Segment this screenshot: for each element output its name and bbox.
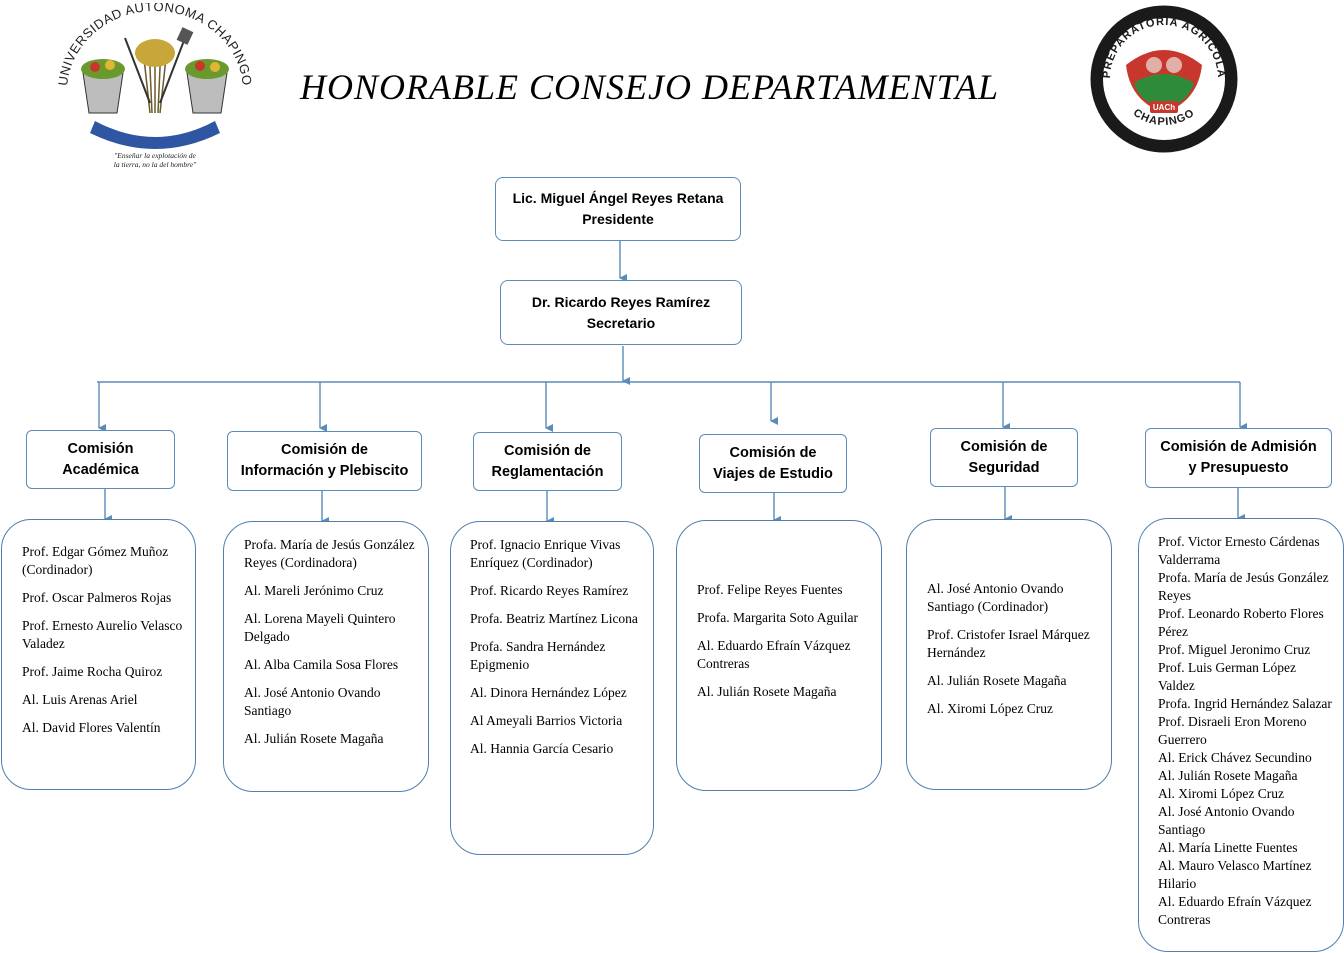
member-item: Al. Mareli Jerónimo Cruz: [244, 583, 384, 598]
commission-line2: Reglamentación: [491, 463, 604, 480]
secretary-name: Dr. Ricardo Reyes Ramírez: [531, 293, 711, 310]
preparatoria-agricola-logo: PREPARATORIA AGRICOLA CHAPINGO UACh: [1090, 5, 1238, 153]
member-item: Al. Eduardo Efraín Vázquez Contreras: [1158, 894, 1312, 927]
members-panel-reglamentacion: Prof. Ignacio Enrique Vivas Enríquez (Co…: [450, 521, 654, 855]
member-item: Al. Alba Camila Sosa Flores: [244, 657, 399, 672]
member-item: Prof. Ignacio Enrique Vivas Enríquez (Co…: [470, 537, 621, 570]
member-item: Al. Xiromi López Cruz: [927, 701, 1053, 716]
members-panel-seguridad: Al. José Antonio Ovando Santiago (Cordin…: [906, 519, 1112, 790]
commission-line1: Comisión de: [280, 442, 368, 458]
member-item: Profa. Ingrid Hernández Salazar: [1158, 696, 1332, 711]
commission-viajes: Comisión de Viajes de Estudio: [699, 434, 847, 493]
member-item: Al. Julián Rosete Magaña: [927, 673, 1067, 688]
commission-line2: Seguridad: [968, 459, 1040, 476]
members-panel-admision: Prof. Victor Ernesto Cárdenas Valderrama…: [1138, 518, 1344, 952]
member-item: Prof. Leonardo Roberto Flores Pérez: [1158, 606, 1324, 639]
member-list: Prof. Victor Ernesto Cárdenas Valderrama…: [1158, 533, 1335, 929]
commission-line2: Viajes de Estudio: [713, 465, 833, 482]
member-item: Prof. Oscar Palmeros Rojas: [22, 590, 172, 605]
member-item: Al. Mauro Velasco Martínez Hilario: [1158, 858, 1312, 891]
member-item: Prof. Ricardo Reyes Ramírez: [470, 583, 629, 598]
member-item: Profa. María de Jesús González Reyes: [1158, 570, 1329, 603]
president-name: Lic. Miguel Ángel Reyes Retana: [512, 190, 724, 206]
commission-line1: Comisión: [67, 440, 134, 457]
commission-reglamentacion: Comisión de Reglamentación: [473, 432, 622, 491]
page-title: HONORABLE CONSEJO DEPARTAMENTAL: [300, 67, 999, 107]
member-item: Al. José Antonio Ovando Santiago (Cordin…: [927, 581, 1064, 614]
members-panel-informacion: Profa. María de Jesús González Reyes (Co…: [223, 521, 429, 792]
member-item: Al. Dinora Hernández López: [470, 685, 627, 700]
logo-motto-line1: "Enseñar la explotación de: [114, 151, 196, 160]
member-item: Al. Eduardo Efraín Vázquez Contreras: [697, 638, 851, 671]
member-item: Prof. Felipe Reyes Fuentes: [697, 582, 843, 597]
commission-line2: Información y Plebiscito: [240, 463, 409, 479]
secretary-box: Dr. Ricardo Reyes Ramírez Secretario: [500, 280, 742, 345]
member-item: Prof. Cristofer Israel Márquez Hernández: [927, 627, 1090, 660]
commission-line2: y Presupuesto: [1188, 460, 1289, 476]
member-item: Al. David Flores Valentín: [22, 720, 161, 735]
president-role: Presidente: [582, 211, 654, 227]
member-item: Prof. Luis German López Valdez: [1158, 660, 1296, 693]
commission-informacion: Comisión de Información y Plebiscito: [227, 431, 422, 491]
president-box: Lic. Miguel Ángel Reyes Retana President…: [495, 177, 741, 241]
member-item: Al. Julián Rosete Magaña: [244, 731, 384, 746]
member-item: Al. María Linette Fuentes: [1158, 840, 1298, 855]
secretary-role: Secretario: [586, 314, 656, 331]
logo-motto-line2: la tierra, no la del hombre": [114, 160, 197, 169]
member-item: Prof. Ernesto Aurelio Velasco Valadez: [22, 618, 183, 651]
member-item: Al. Lorena Mayeli Quintero Delgado: [244, 611, 396, 644]
member-list: Prof. Edgar Gómez Muñoz (Cordinador) Prof…: [22, 543, 185, 737]
member-item: Prof. Jaime Rocha Quiroz: [22, 664, 163, 679]
commission-line1: Comisión de: [960, 438, 1048, 455]
commission-academica: Comisión Académica: [26, 430, 175, 489]
member-item: Al. Hannia García Cesario: [470, 741, 614, 756]
universidad-chapingo-logo: UNIVERSIDAD AUTÓNOMA CHAPINGO "Enseñar l…: [55, 3, 254, 169]
logo-right-badge: UACh: [1153, 103, 1175, 112]
member-item: Profa. Margarita Soto Aguilar: [697, 610, 858, 625]
commission-seguridad: Comisión de Seguridad: [930, 428, 1078, 487]
commission-admision: Comisión de Admisión y Presupuesto: [1145, 428, 1332, 488]
member-list: Prof. Ignacio Enrique Vivas Enríquez (Co…: [470, 536, 643, 758]
member-list: Profa. María de Jesús González Reyes (Co…: [244, 536, 418, 748]
member-item: Al. José Antonio Ovando Santiago: [244, 685, 381, 718]
member-item: Prof. Miguel Jeronimo Cruz: [1158, 642, 1311, 657]
member-item: Prof. Disraeli Eron Moreno Guerrero: [1158, 714, 1307, 747]
member-item: Profa. María de Jesús González Reyes (Co…: [244, 537, 415, 570]
commission-line2: Académica: [62, 461, 139, 478]
member-item: Prof. Edgar Gómez Muñoz (Cordinador): [22, 544, 169, 577]
member-item: Al. Xiromi López Cruz: [1158, 786, 1284, 801]
member-item: Al. Julián Rosete Magaña: [697, 684, 837, 699]
member-list: Al. José Antonio Ovando Santiago (Cordin…: [927, 580, 1101, 718]
member-item: Al. Erick Chávez Secundino: [1158, 750, 1312, 765]
commission-line1: Comisión de: [729, 444, 817, 461]
member-item: Al. José Antonio Ovando Santiago: [1158, 804, 1295, 837]
member-item: Profa. Beatriz Martínez Licona: [470, 611, 638, 626]
member-item: Al Ameyali Barrios Victoria: [470, 713, 623, 728]
member-item: Prof. Victor Ernesto Cárdenas Valderrama: [1158, 534, 1320, 567]
member-item: Al. Julián Rosete Magaña: [1158, 768, 1298, 783]
member-item: Al. Luis Arenas Ariel: [22, 692, 138, 707]
members-panel-academica: Prof. Edgar Gómez Muñoz (Cordinador) Prof…: [1, 519, 196, 790]
member-item: Profa. Sandra Hernández Epigmenio: [470, 639, 606, 672]
commission-line1: Comisión de Admisión: [1160, 439, 1317, 455]
commission-line1: Comisión de: [503, 442, 591, 459]
